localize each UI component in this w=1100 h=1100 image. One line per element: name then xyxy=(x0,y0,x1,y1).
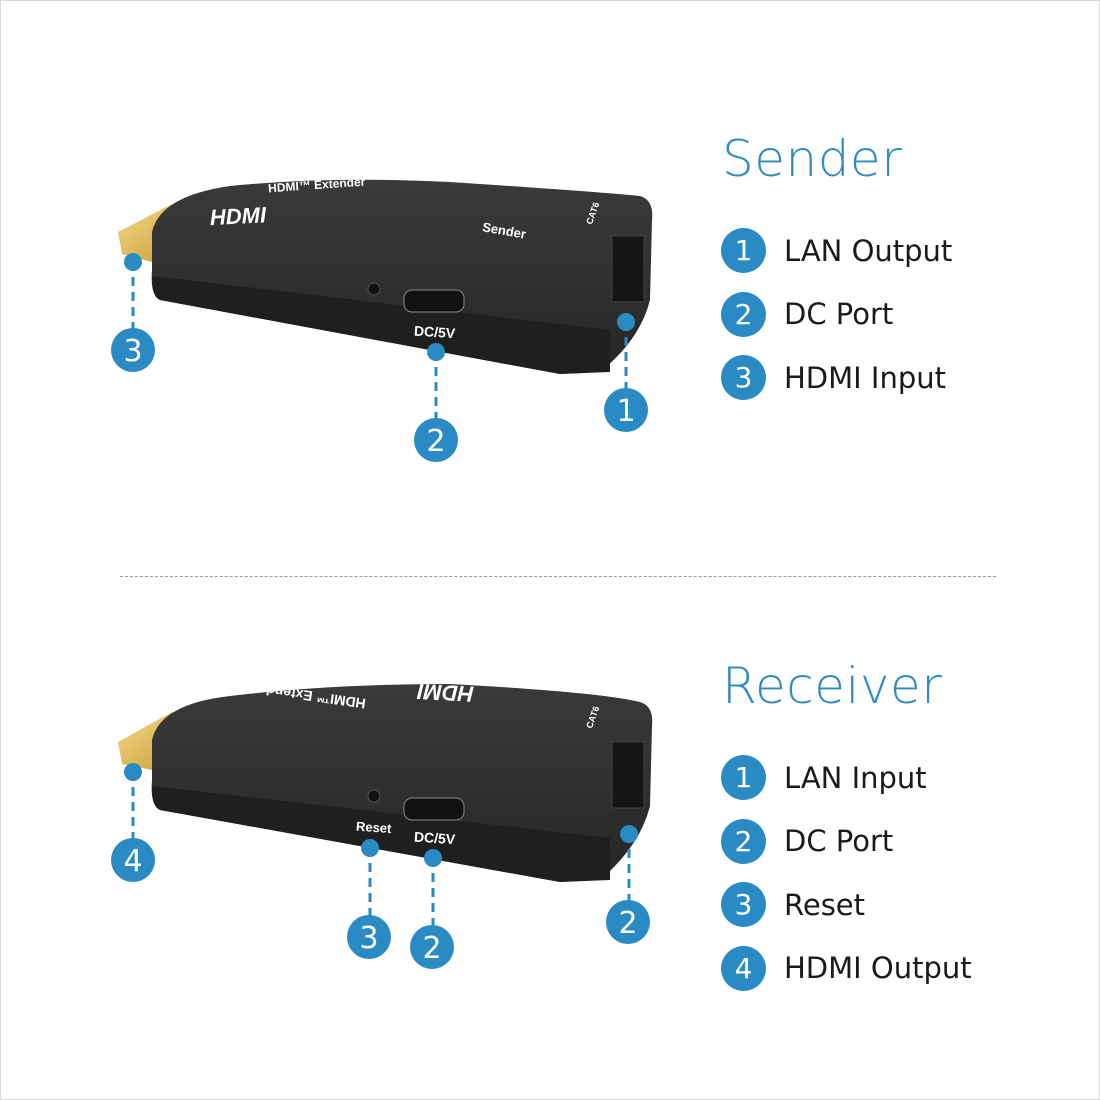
receiver-leader-lines xyxy=(131,772,631,926)
sender-leader-lines xyxy=(131,262,628,420)
number-badge: 3 xyxy=(721,882,766,928)
number-badge: 1 xyxy=(721,228,766,274)
svg-text:1: 1 xyxy=(616,394,635,429)
svg-text:4: 4 xyxy=(123,844,142,879)
section-divider xyxy=(120,576,996,577)
legend-label: HDMI Output xyxy=(784,951,972,986)
sender-device: HDMI HDMI™ Extender Sender CAT6 DC/5V xyxy=(118,175,653,374)
device-brand-logo: HDMI xyxy=(416,679,474,707)
legend-label: DC Port xyxy=(784,297,894,332)
number-badge: 4 xyxy=(721,945,766,991)
legend-label: HDMI Input xyxy=(784,360,947,395)
legend-item: 2 DC Port xyxy=(721,810,972,874)
legend-item: 1 LAN Input xyxy=(721,746,972,810)
number-badge: 1 xyxy=(721,755,766,801)
svg-text:2: 2 xyxy=(618,906,637,941)
legend-label: LAN Input xyxy=(784,760,927,795)
number-badge: 3 xyxy=(721,355,766,401)
svg-text:3: 3 xyxy=(359,921,378,956)
receiver-callout-hdmi: 4 xyxy=(111,838,155,882)
receiver-callout-dc: 2 xyxy=(410,925,454,969)
svg-text:3: 3 xyxy=(123,334,142,369)
rj45-port xyxy=(611,741,645,809)
legend-item: 2 DC Port xyxy=(721,283,952,347)
legend-label: Reset xyxy=(784,887,866,922)
dc-label: DC/5V xyxy=(413,322,456,341)
number-badge: 2 xyxy=(721,291,766,337)
dc-port xyxy=(403,289,465,313)
legend-item: 3 HDMI Input xyxy=(721,346,952,410)
led-indicator xyxy=(367,282,381,296)
legend-item: 3 Reset xyxy=(721,873,972,937)
receiver-legend: 1 LAN Input 2 DC Port 3 Reset 4 HDMI Output xyxy=(721,746,972,1000)
svg-text:2: 2 xyxy=(422,931,441,966)
receiver-callout-reset: 3 xyxy=(347,915,391,959)
dc-label: DC/5V xyxy=(413,828,456,847)
svg-text:2: 2 xyxy=(426,424,445,459)
sender-callout-lan: 1 xyxy=(604,388,648,432)
sender-title: Sender xyxy=(722,130,903,188)
reset-label: Reset xyxy=(356,819,393,836)
legend-item: 4 HDMI Output xyxy=(721,937,972,1001)
sender-callout-dc: 2 xyxy=(414,418,458,462)
rj45-port xyxy=(611,235,645,303)
reset-button xyxy=(367,789,381,803)
dc-port xyxy=(403,797,465,821)
sender-legend: 1 LAN Output 2 DC Port 3 HDMI Input xyxy=(721,219,952,410)
receiver-callout-lan: 2 xyxy=(606,900,650,944)
receiver-device: HDMI HDMI™ Extender CAT6 Reset DC/5V xyxy=(118,679,653,882)
device-brand-logo: HDMI xyxy=(209,202,267,230)
legend-item: 1 LAN Output xyxy=(721,219,952,283)
legend-label: LAN Output xyxy=(784,233,953,268)
receiver-title: Receiver xyxy=(722,657,943,715)
sender-callout-hdmi: 3 xyxy=(111,328,155,372)
device-product-text: HDMI™ Extender xyxy=(268,175,366,196)
legend-label: DC Port xyxy=(784,824,894,859)
number-badge: 2 xyxy=(721,818,766,864)
